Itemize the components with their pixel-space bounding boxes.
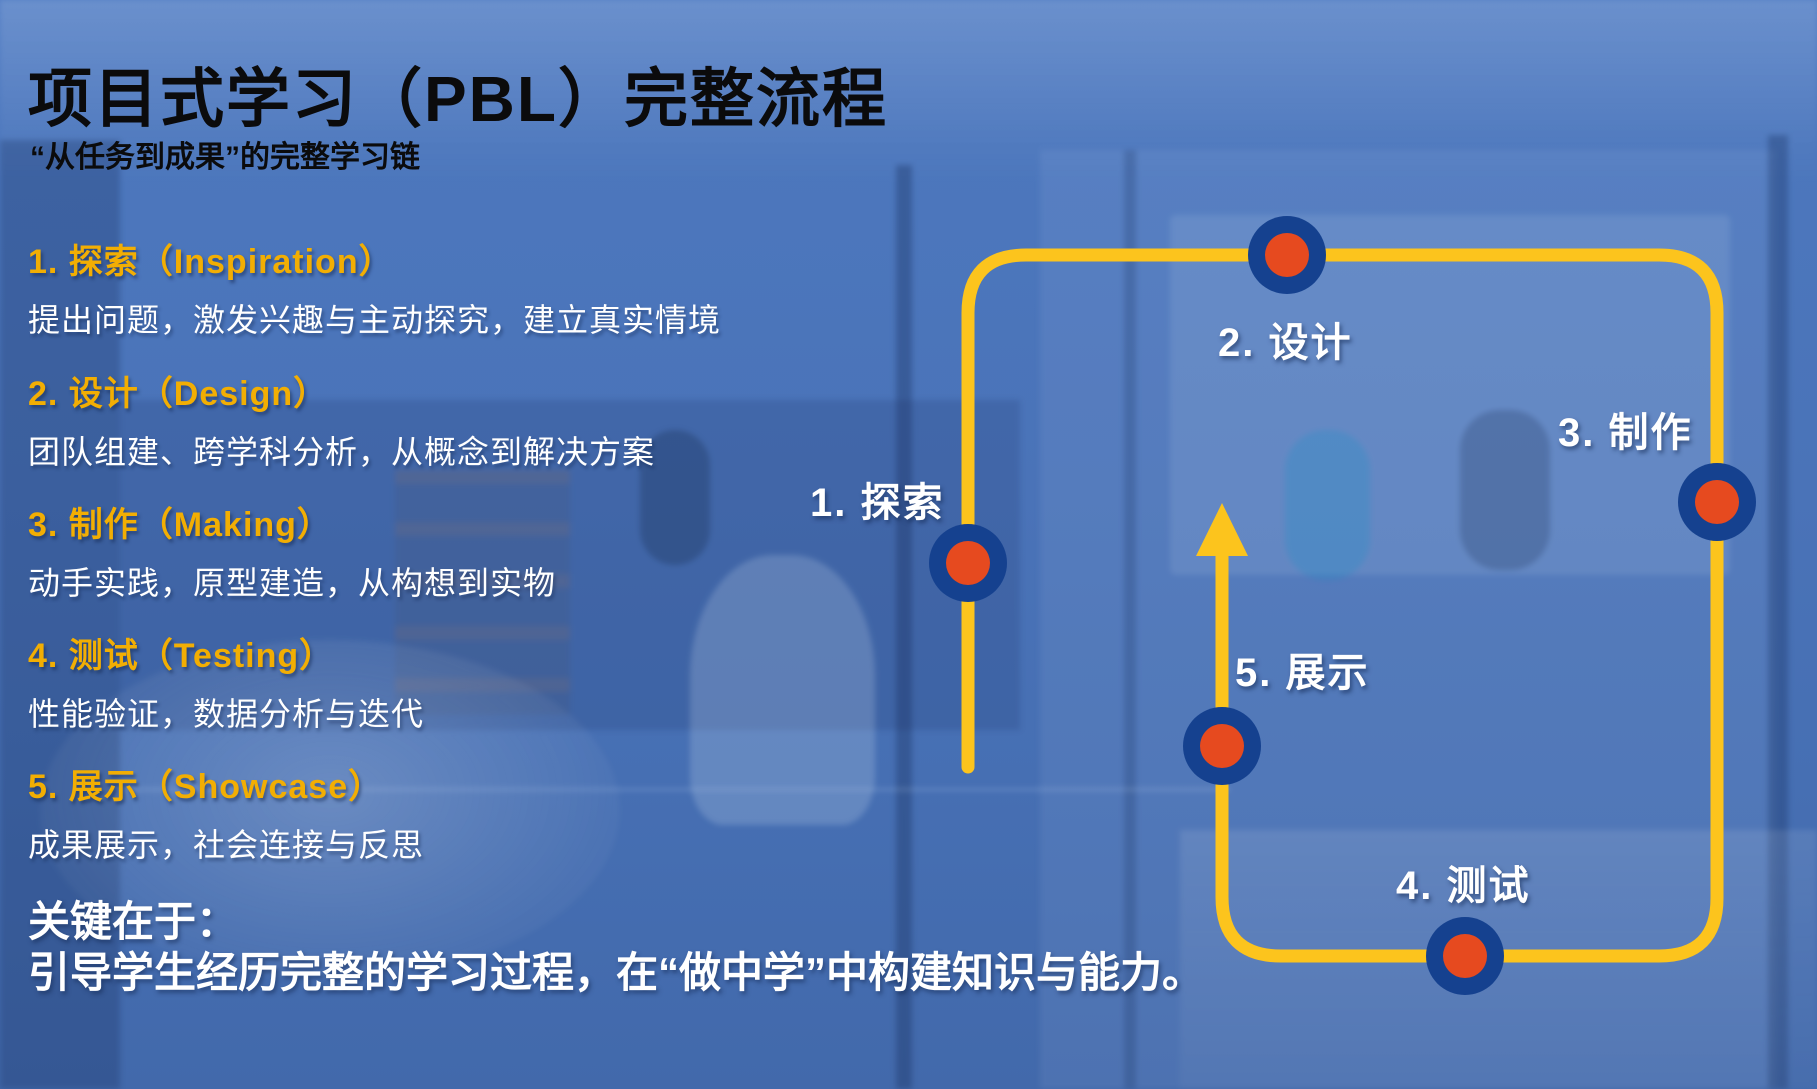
node-marker-inspiration — [929, 524, 1007, 602]
step-item-design: 2. 设计（Design） 团队组建、跨学科分析，从概念到解决方案 — [28, 366, 788, 473]
page-subtitle: “从任务到成果”的完整学习链 — [30, 141, 420, 174]
background-person-silhouette — [640, 430, 710, 565]
node-marker-making — [1678, 463, 1756, 541]
background-chair — [690, 555, 875, 825]
step-heading: 1. 探索（Inspiration） — [28, 243, 394, 281]
background-person-silhouette — [1460, 410, 1550, 570]
step-item-inspiration: 1. 探索（Inspiration） 提出问题，激发兴趣与主动探究，建立真实情境 — [28, 234, 788, 341]
node-marker-testing — [1426, 917, 1504, 995]
background-shadow — [120, 400, 1020, 730]
step-heading: 4. 测试（Testing） — [28, 637, 335, 675]
background-door-frame — [1768, 135, 1788, 1089]
node-label-making: 3. 制作 — [1558, 411, 1693, 455]
node-label-inspiration: 1. 探索 — [810, 481, 945, 525]
background-person-silhouette — [1285, 430, 1370, 580]
background-table-edge — [120, 788, 1230, 791]
page-title: 项目式学习（PBL）完整流程 — [28, 63, 888, 135]
step-heading: 3. 制作（Making） — [28, 506, 332, 544]
background-left-wall — [0, 140, 120, 1089]
background-round-table — [40, 640, 620, 980]
step-heading: 2. 设计（Design） — [28, 375, 329, 413]
node-label-design: 2. 设计 — [1218, 321, 1353, 365]
step-description: 性能验证，数据分析与迭代 — [28, 696, 425, 732]
step-description: 成果展示，社会连接与反思 — [28, 827, 425, 863]
key-message-lead: 关键在于： — [28, 898, 239, 945]
node-marker-showcase — [1183, 707, 1261, 785]
step-item-testing: 4. 测试（Testing） 性能验证，数据分析与迭代 — [28, 628, 788, 735]
background-door-frame — [896, 165, 912, 1089]
key-message: 关键在于： 引导学生经历完整的学习过程，在“做中学”中构建知识与能力。 — [28, 896, 1228, 998]
step-description: 团队组建、跨学科分析，从概念到解决方案 — [28, 434, 656, 470]
step-description: 提出问题，激发兴趣与主动探究，建立真实情境 — [28, 302, 722, 338]
background-door-frame — [1124, 150, 1136, 1089]
up-arrowhead-icon — [1196, 503, 1248, 556]
step-heading: 5. 展示（Showcase） — [28, 768, 384, 806]
background-shelf — [395, 470, 570, 715]
step-item-making: 3. 制作（Making） 动手实践，原型建造，从构想到实物 — [28, 497, 788, 604]
background-glass-wall — [1040, 150, 1776, 1089]
background-ceiling — [0, 0, 1817, 185]
key-message-body: 引导学生经历完整的学习过程，在“做中学”中构建知识与能力。 — [28, 949, 1205, 997]
flow-loop-path — [961, 248, 1724, 963]
node-marker-design — [1248, 216, 1326, 294]
step-description: 动手实践，原型建造，从构想到实物 — [28, 565, 557, 601]
node-label-showcase: 5. 展示 — [1235, 651, 1370, 695]
node-label-testing: 4. 测试 — [1396, 864, 1531, 908]
step-item-showcase: 5. 展示（Showcase） 成果展示，社会连接与反思 — [28, 759, 788, 866]
